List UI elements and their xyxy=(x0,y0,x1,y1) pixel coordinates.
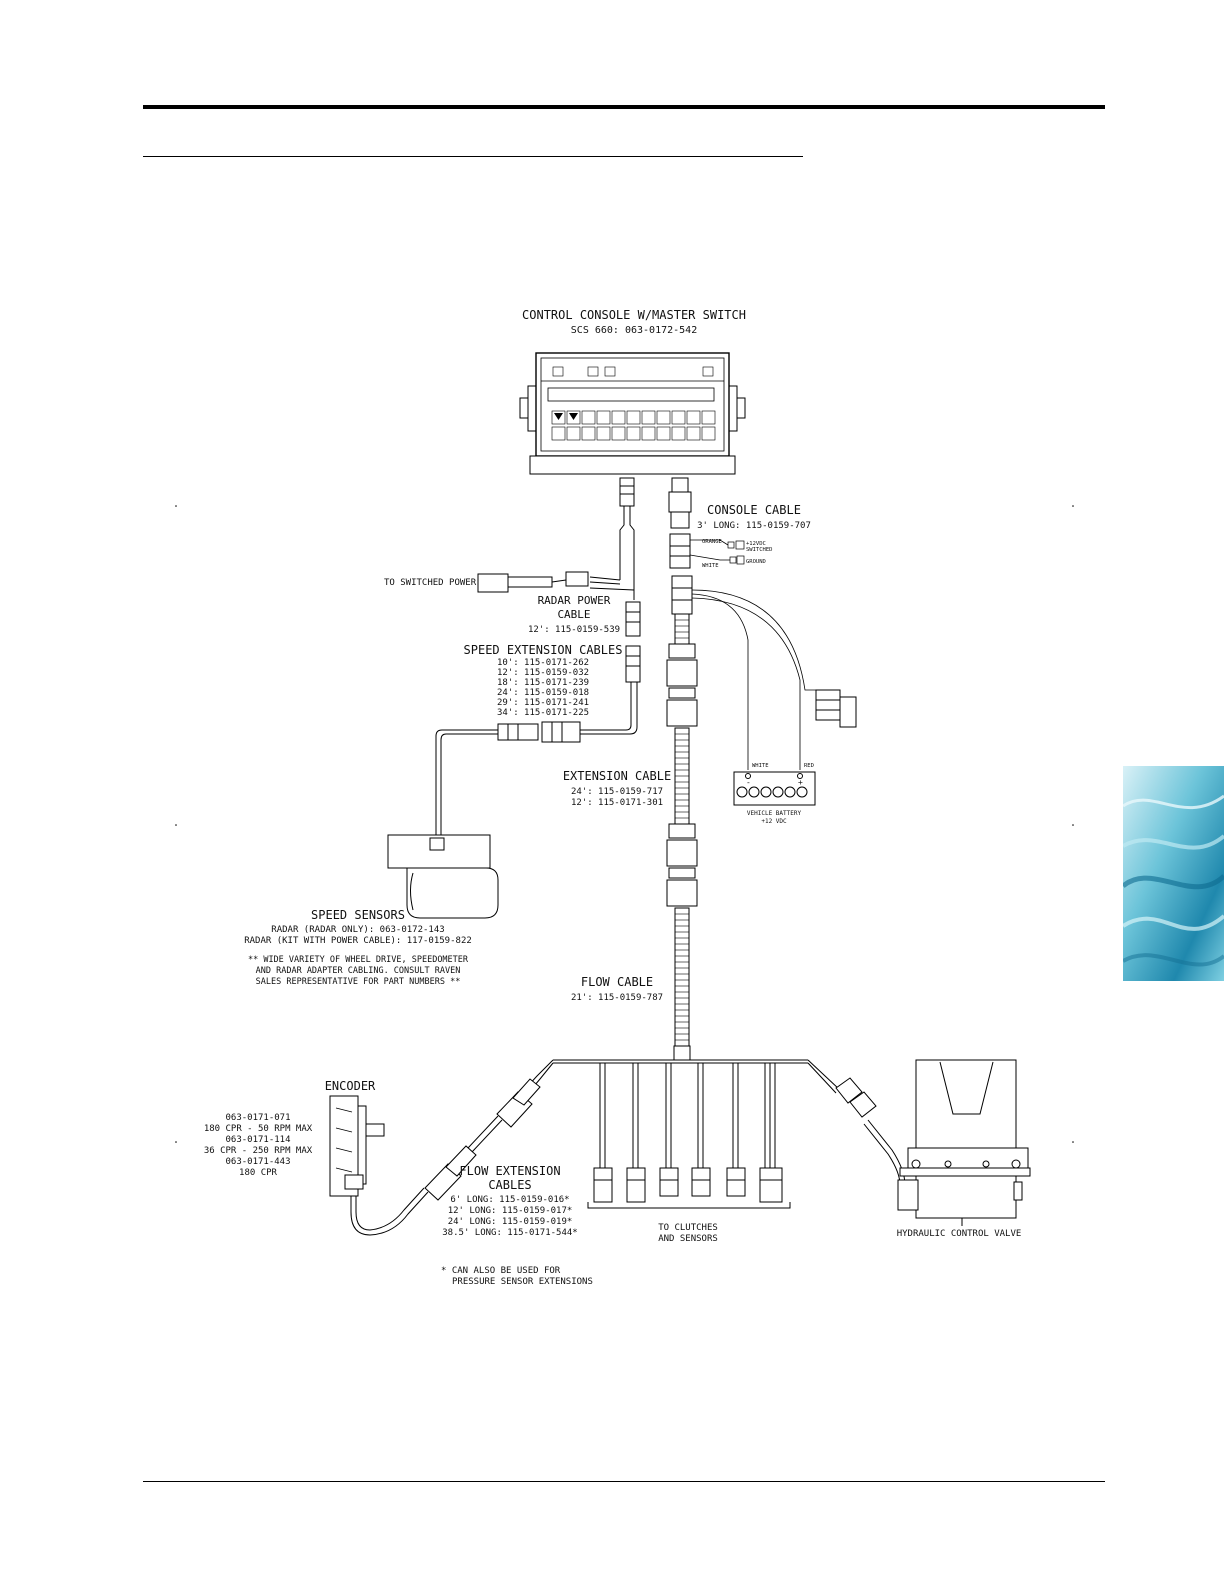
switched-power-label-2: SWITCHED xyxy=(746,547,773,553)
battery-red-label: RED xyxy=(804,763,814,769)
battery-minus-sign: - xyxy=(746,778,751,787)
battery-white-label: WHITE xyxy=(752,763,769,769)
chapter-tab-wave-graphic xyxy=(1123,766,1224,981)
flow-extension-connectors xyxy=(424,1078,541,1201)
radar-power-connector xyxy=(625,601,641,683)
encoder-part-3: 063-0171-114 xyxy=(225,1135,290,1145)
encoder-part-4: 36 CPR - 250 RPM MAX xyxy=(204,1146,313,1156)
switched-terminal xyxy=(727,541,735,549)
hydraulic-control-valve xyxy=(897,1059,1031,1226)
speed-sensor-part-1: RADAR (RADAR ONLY): 063-0172-143 xyxy=(271,925,444,935)
margin-ticks xyxy=(175,505,1074,1143)
extension-cable-body xyxy=(666,613,698,1061)
power-leads xyxy=(689,539,730,561)
battery-plus-sign: + xyxy=(798,778,803,787)
battery-leads xyxy=(691,589,818,770)
speed-extension-part-3: 18': 115-0171-239 xyxy=(497,678,589,688)
encoder-part-1: 063-0171-071 xyxy=(225,1113,290,1123)
ground-label: GROUND xyxy=(746,559,766,565)
header-rule xyxy=(143,105,1105,109)
flow-extension-title-2: CABLES xyxy=(488,1178,531,1192)
to-switched-power-label: TO SWITCHED POWER xyxy=(384,578,477,588)
console-cable-connector-upper xyxy=(669,533,691,569)
flow-extension-part-1: 6' LONG: 115-0159-016* xyxy=(450,1195,569,1205)
ground-terminal xyxy=(729,556,737,564)
switched-terminal-end xyxy=(735,540,745,550)
hydraulic-valve-label: HYDRAULIC CONTROL VALVE xyxy=(897,1229,1022,1239)
clutches-label-2: AND SENSORS xyxy=(658,1234,718,1244)
console-part-number: SCS 660: 063-0172-542 xyxy=(571,325,697,336)
extension-cable-corrugation xyxy=(675,619,689,1041)
control-console xyxy=(519,352,746,475)
radar-speed-sensor xyxy=(387,834,499,919)
extension-cable-title: EXTENSION CABLE xyxy=(563,769,671,783)
speed-note-line-1: ** WIDE VARIETY OF WHEEL DRIVE, SPEEDOME… xyxy=(248,955,469,965)
console-cable-connector-lower xyxy=(671,575,693,615)
console-connector-right xyxy=(668,477,692,529)
radar-power-cable xyxy=(589,506,635,600)
flow-extension-part-4: 38.5' LONG: 115-0171-544* xyxy=(442,1228,577,1238)
footnote-line-2: PRESSURE SENSOR EXTENSIONS xyxy=(452,1277,593,1287)
to-switched-power-connector xyxy=(477,571,589,593)
flow-clutch-connectors xyxy=(593,1167,783,1203)
console-cable-title: CONSOLE CABLE xyxy=(707,503,801,517)
speed-extension-cables-title: SPEED EXTENSION CABLES xyxy=(464,643,623,657)
encoder-device xyxy=(329,1095,385,1197)
speed-extension-part-5: 29': 115-0171-241 xyxy=(497,698,589,708)
console-cable-part: 3' LONG: 115-0159-707 xyxy=(697,521,811,531)
encoder-title: ENCODER xyxy=(325,1079,376,1093)
speed-extension-connector xyxy=(497,721,581,743)
orange-wire-label: ORANGE xyxy=(702,539,722,545)
hydraulic-valve-connectors xyxy=(835,1077,877,1118)
encoder-part-2: 180 CPR - 50 RPM MAX xyxy=(204,1124,313,1134)
white-wire-label: WHITE xyxy=(702,563,719,569)
speed-extension-part-1: 10': 115-0171-262 xyxy=(497,658,589,668)
speed-extension-part-4: 24': 115-0159-018 xyxy=(497,688,589,698)
speed-extension-part-2: 12': 115-0159-032 xyxy=(497,668,589,678)
vehicle-battery-label-2: +12 VDC xyxy=(761,818,787,825)
console-connector-left xyxy=(619,477,635,507)
extension-cable-part-1: 24': 115-0159-717 xyxy=(571,787,663,797)
footnote-line-1: * CAN ALSO BE USED FOR xyxy=(441,1266,561,1276)
flow-extension-part-2: 12' LONG: 115-0159-017* xyxy=(448,1206,573,1216)
speed-extension-part-6: 34': 115-0171-225 xyxy=(497,708,589,718)
speed-sensors-title: SPEED SENSORS xyxy=(311,908,405,922)
ground-terminal-end xyxy=(736,555,745,565)
switched-power-label-1: +12VDC xyxy=(746,541,766,547)
vehicle-battery xyxy=(733,771,816,806)
footer-rule xyxy=(143,1481,1105,1482)
radar-power-cable-label-2: CABLE xyxy=(557,608,590,621)
speed-note-line-3: SALES REPRESENTATIVE FOR PART NUMBERS ** xyxy=(256,977,461,987)
console-title: CONTROL CONSOLE W/MASTER SWITCH xyxy=(522,308,746,322)
flow-cable-harness xyxy=(350,1059,906,1236)
encoder-part-6: 180 CPR xyxy=(239,1168,278,1178)
radar-power-cable-part: 12': 115-0159-539 xyxy=(528,625,620,635)
flow-extension-part-3: 24' LONG: 115-0159-019* xyxy=(448,1217,573,1227)
extension-cable-part-2: 12': 115-0171-301 xyxy=(571,798,663,808)
clutches-bracket xyxy=(587,1202,791,1209)
battery-relay-connector xyxy=(815,689,857,728)
radar-power-cable-label-1: RADAR POWER xyxy=(538,594,611,607)
speed-note-line-2: AND RADAR ADAPTER CABLING. CONSULT RAVEN xyxy=(256,966,461,976)
speed-sensor-part-2: RADAR (KIT WITH POWER CABLE): 117-0159-8… xyxy=(244,936,472,946)
flow-cable-title: FLOW CABLE xyxy=(581,975,653,989)
section-rule xyxy=(143,156,803,157)
vehicle-battery-label-1: VEHICLE BATTERY xyxy=(747,810,802,817)
encoder-part-5: 063-0171-443 xyxy=(225,1157,290,1167)
flow-cable-part: 21': 115-0159-787 xyxy=(571,993,663,1003)
clutches-label-1: TO CLUTCHES xyxy=(658,1223,718,1233)
flow-extension-title-1: FLOW EXTENSION xyxy=(459,1164,560,1178)
